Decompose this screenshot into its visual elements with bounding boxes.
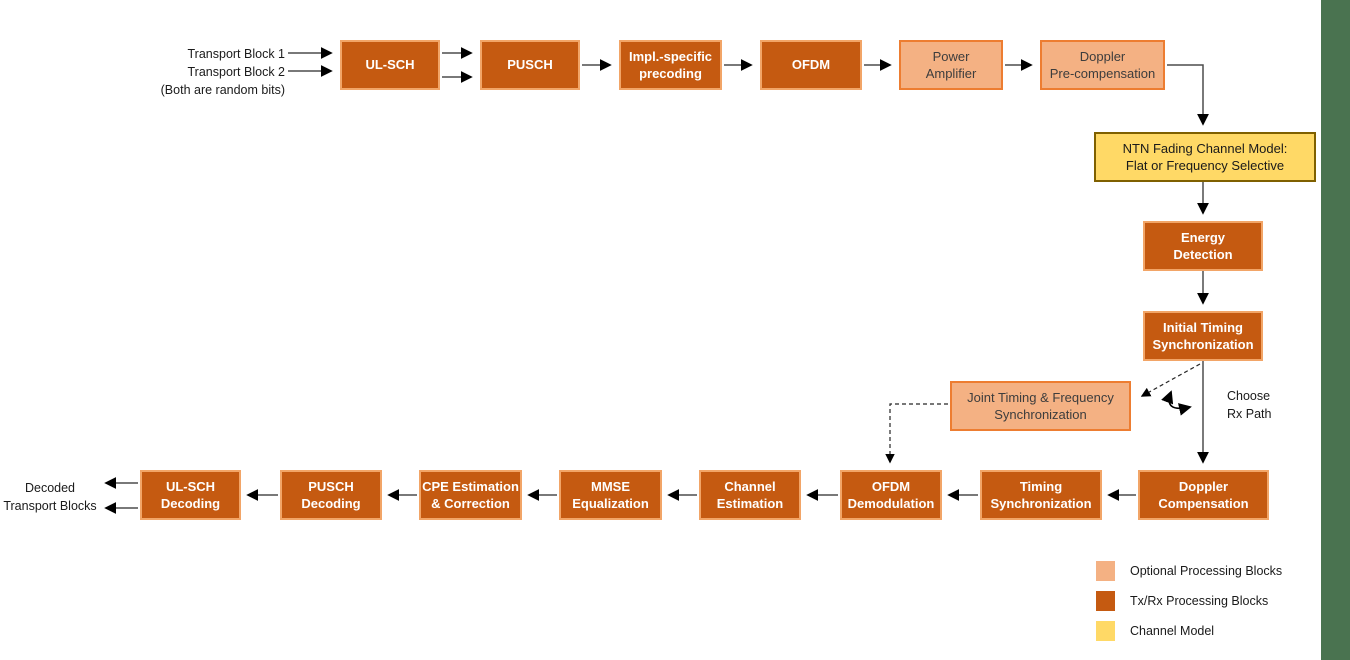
block-joint-timing-frequency-sync: Joint Timing & Frequency Synchronization: [950, 381, 1131, 431]
block-ntn-channel-model: NTN Fading Channel Model: Flat or Freque…: [1094, 132, 1316, 182]
block-ofdm: OFDM: [760, 40, 862, 90]
legend-swatch-txrx: [1096, 591, 1115, 611]
input-note-random-bits: (Both are random bits): [160, 83, 285, 97]
legend-item-channel: Channel Model: [1096, 621, 1282, 641]
side-strip: [1321, 0, 1350, 660]
block-ulsch: UL-SCH: [340, 40, 440, 90]
block-mmse-equalization: MMSE Equalization: [559, 470, 662, 520]
legend-label-txrx: Tx/Rx Processing Blocks: [1130, 594, 1269, 608]
output-label-decoded-transport-blocks: Decoded Transport Blocks: [3, 481, 97, 513]
block-initial-timing-sync: Initial Timing Synchronization: [1143, 311, 1263, 361]
block-channel-estimation: Channel Estimation: [699, 470, 801, 520]
legend-swatch-optional: [1096, 561, 1115, 581]
dashed-arrow-initialtiming-to-jointsync: [1140, 363, 1201, 397]
input-label-transport-block-1: Transport Block 1: [187, 47, 286, 61]
block-cpe-estimation-correction: CPE Estimation & Correction: [419, 470, 522, 520]
block-pusch-decoding: PUSCH Decoding: [280, 470, 382, 520]
block-ulsch-decoding: UL-SCH Decoding: [140, 470, 241, 520]
block-ofdm-demodulation: OFDM Demodulation: [840, 470, 942, 520]
dashed-arrow-jointsync-to-ofdmdemod: [885, 403, 948, 464]
rx-path-switch-arrow: [1161, 390, 1192, 416]
block-doppler-compensation: Doppler Compensation: [1138, 470, 1269, 520]
block-timing-sync: Timing Synchronization: [980, 470, 1102, 520]
arrow-dopplerprecomp-to-ntnchannel: [1167, 64, 1209, 126]
legend-label-channel: Channel Model: [1130, 624, 1215, 638]
legend-item-txrx: Tx/Rx Processing Blocks: [1096, 591, 1282, 611]
block-power-amplifier: Power Amplifier: [899, 40, 1003, 90]
input-label-transport-block-2: Transport Block 2: [187, 65, 286, 79]
block-precoding: Impl.-specific precoding: [619, 40, 722, 90]
legend-item-optional: Optional Processing Blocks: [1096, 561, 1282, 581]
legend: Optional Processing Blocks Tx/Rx Process…: [1096, 561, 1282, 651]
annotation-choose-rx-path: Choose Rx Path: [1227, 389, 1272, 421]
block-doppler-precompensation: Doppler Pre-compensation: [1040, 40, 1165, 90]
legend-swatch-channel: [1096, 621, 1115, 641]
block-energy-detection: Energy Detection: [1143, 221, 1263, 271]
legend-label-optional: Optional Processing Blocks: [1130, 564, 1283, 578]
block-pusch: PUSCH: [480, 40, 580, 90]
